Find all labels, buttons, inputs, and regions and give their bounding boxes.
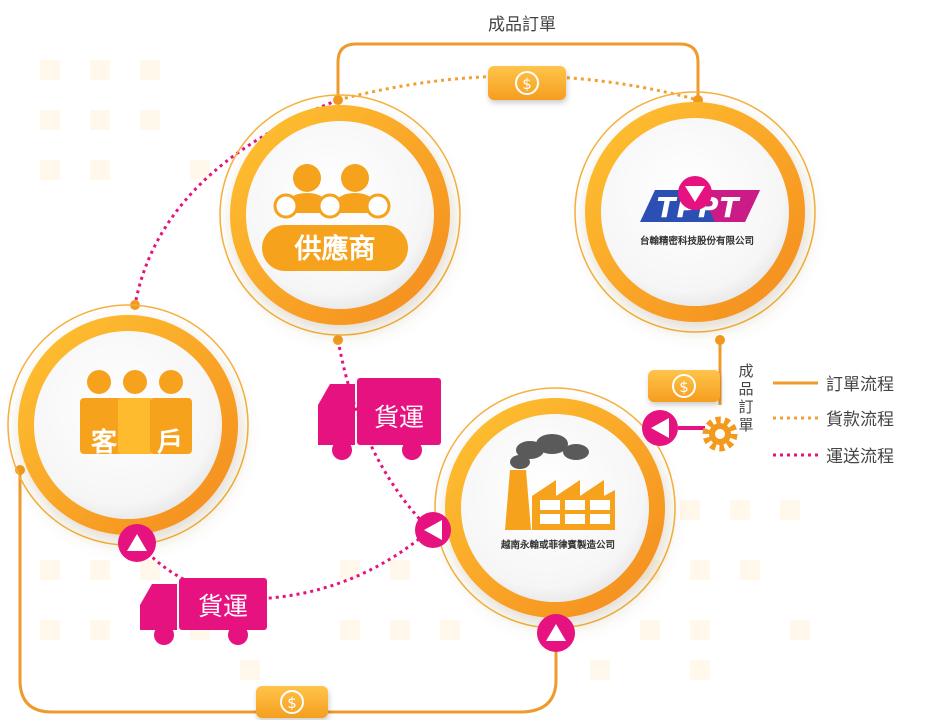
tppt-label: 台翰精密科技股份有限公司 — [640, 235, 754, 247]
factory-node: 越南永翰或菲律賓製造公司 — [434, 387, 676, 629]
side-label-char: 成 — [738, 362, 753, 380]
customer-label-left: 客 — [91, 427, 118, 458]
delivery-flow-factory-customer — [138, 528, 431, 600]
dollar-symbol: $ — [522, 75, 532, 93]
customer-people-icon — [80, 370, 192, 454]
tppt-node: TPPT 台翰精密科技股份有限公司 — [574, 91, 816, 333]
gear-icon — [702, 416, 738, 452]
arrow-left-icon — [415, 512, 451, 548]
legend-item-payment: 貨款流程 — [773, 410, 894, 430]
factory-icon — [505, 434, 615, 530]
delivery-flow-supplier-factory — [336, 339, 432, 532]
supplier-people-icon — [273, 164, 391, 219]
supplier-label: 供應商 — [294, 233, 376, 265]
delivery-flow-supplier-customer — [133, 98, 339, 306]
legend-label: 貨款流程 — [826, 410, 894, 430]
truck-lower: 貨運 — [140, 578, 267, 645]
dollar-symbol: $ — [287, 694, 297, 712]
side-label-char: 訂 — [738, 398, 753, 416]
arrow-up-icon — [537, 614, 575, 652]
customer-label-right: 戶 — [157, 428, 183, 458]
side-label-char: 單 — [738, 416, 753, 434]
background-pattern — [40, 60, 810, 680]
truck-label: 貨運 — [374, 403, 424, 432]
connector-dots — [15, 95, 725, 475]
dollar-symbol: $ — [679, 378, 689, 396]
dollar-badge-top: $ — [488, 66, 566, 100]
legend-label: 運送流程 — [826, 447, 894, 467]
side-order-label: 成 品 訂 單 — [738, 362, 753, 434]
legend-item-order: 訂單流程 — [773, 375, 894, 395]
legend: 訂單流程 貨款流程 運送流程 — [773, 375, 894, 467]
side-label-char: 品 — [738, 380, 753, 398]
customer-node: 客 戶 — [7, 304, 249, 546]
dollar-badge-bottom: $ — [256, 686, 328, 718]
top-order-label: 成品訂單 — [488, 15, 556, 35]
truck-label: 貨運 — [198, 592, 248, 621]
truck-upper: 貨運 — [318, 378, 441, 460]
supplier-node: 供應商 — [219, 94, 461, 336]
arrow-up-icon — [118, 524, 156, 562]
legend-label: 訂單流程 — [826, 375, 894, 395]
arrow-left-icon — [642, 410, 678, 446]
order-flow-top — [336, 42, 700, 100]
arrow-down-icon — [678, 176, 712, 210]
supplier-label-bg — [262, 225, 408, 271]
legend-item-delivery: 運送流程 — [773, 447, 894, 467]
factory-label: 越南永翰或菲律賓製造公司 — [500, 539, 615, 551]
dollar-badge-right: $ — [648, 370, 720, 402]
